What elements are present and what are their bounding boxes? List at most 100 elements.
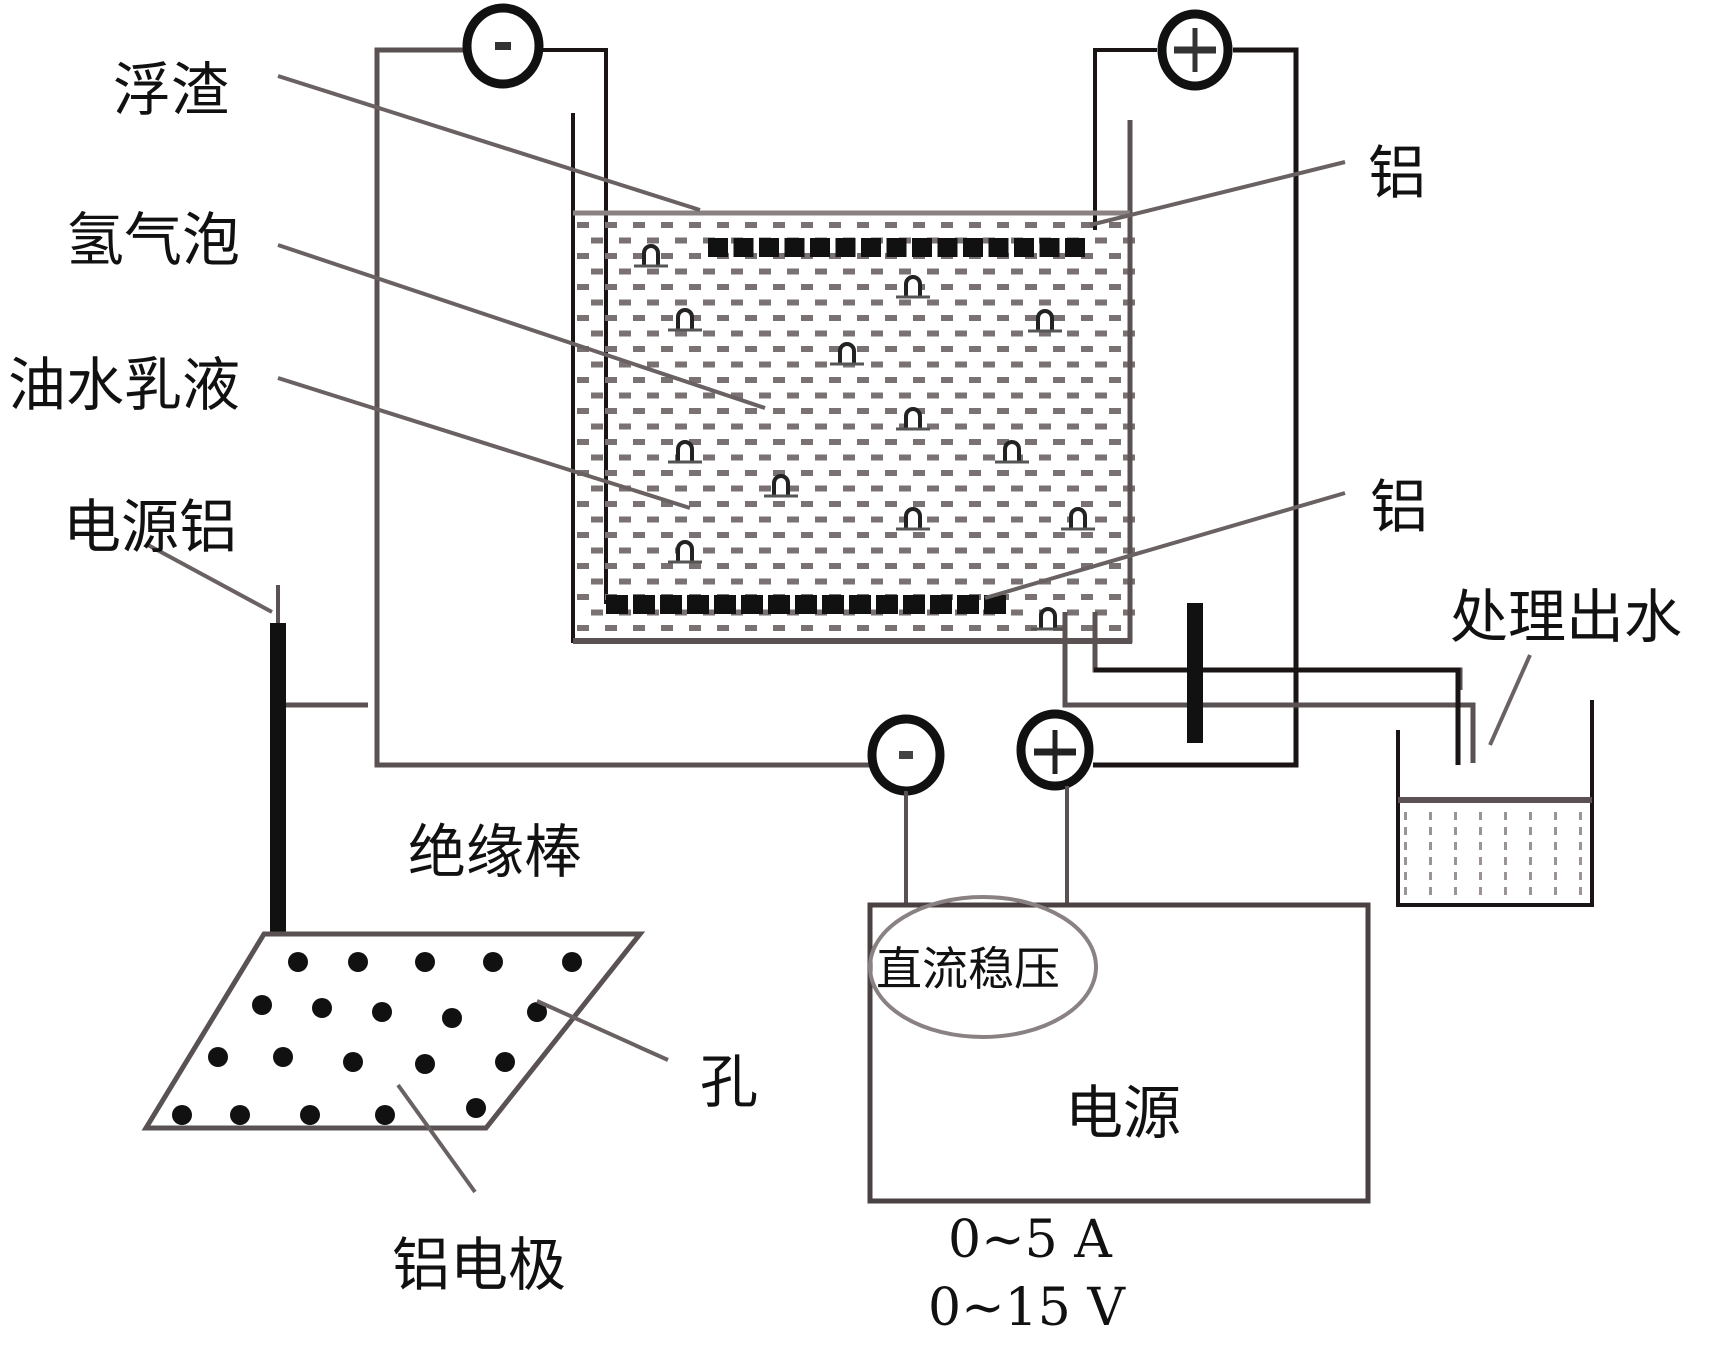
electrode-segment xyxy=(660,595,682,614)
label-oil-water-emulsion: 油水乳液 xyxy=(8,351,240,419)
emulsion-dash xyxy=(689,501,701,507)
emulsion-dash xyxy=(605,377,617,383)
emulsion-dash xyxy=(577,439,589,445)
emulsion-dash xyxy=(731,578,743,585)
emulsion-dash xyxy=(997,346,1009,352)
emulsion-dash xyxy=(577,284,589,290)
emulsion-dash xyxy=(997,284,1009,290)
emulsion-dash xyxy=(577,253,589,259)
emulsion-dash xyxy=(885,625,897,631)
water-dot xyxy=(1404,872,1407,880)
water-dot xyxy=(1579,872,1582,880)
hole-dot xyxy=(527,1002,547,1022)
emulsion-dash xyxy=(997,532,1009,538)
emulsion-dash xyxy=(955,485,967,492)
electrode-segment xyxy=(606,595,628,614)
emulsion-dash xyxy=(633,253,645,259)
emulsion-dash xyxy=(997,408,1009,414)
emulsion-dash xyxy=(591,485,603,492)
electrode-segment xyxy=(937,238,958,257)
emulsion-dash xyxy=(801,470,813,476)
emulsion-dash xyxy=(899,454,911,461)
emulsion-dash xyxy=(969,470,981,476)
emulsion-dash xyxy=(941,439,953,445)
emulsion-dash xyxy=(619,578,631,585)
emulsion-dash xyxy=(871,330,883,337)
emulsion-dash xyxy=(899,299,911,306)
emulsion-dash xyxy=(661,470,673,476)
water-dot xyxy=(1504,812,1507,820)
emulsion-dash xyxy=(1067,423,1079,430)
perforated-plate xyxy=(141,931,646,1131)
emulsion-dash xyxy=(745,315,757,321)
leader-aluminum-bottom xyxy=(984,491,1346,600)
emulsion-dash xyxy=(577,563,589,569)
emulsion-dash xyxy=(577,377,589,383)
emulsion-dash xyxy=(689,284,701,290)
emulsion-dash xyxy=(829,408,841,414)
emulsion-dash xyxy=(899,547,911,554)
emulsion-dash xyxy=(675,268,687,275)
water-dot xyxy=(1529,887,1532,895)
emulsion-dash xyxy=(675,330,687,337)
emulsion-dash xyxy=(661,315,673,321)
emulsion-dash xyxy=(745,563,757,569)
emulsion-dash xyxy=(1095,454,1107,461)
emulsion-dash xyxy=(577,222,589,228)
electrode-segment xyxy=(835,238,856,257)
emulsion-dash xyxy=(675,361,687,368)
bubble-icon xyxy=(838,342,856,363)
emulsion-dash xyxy=(829,253,841,259)
emulsion-dash xyxy=(619,237,631,244)
water-dot xyxy=(1504,827,1507,835)
emulsion-dash xyxy=(1011,609,1023,616)
emulsion-dash xyxy=(815,485,827,492)
emulsion-dash xyxy=(1109,563,1121,569)
emulsion-dash xyxy=(661,222,673,228)
terminal-bottom-negative xyxy=(867,714,945,905)
emulsion-dash xyxy=(843,299,855,306)
emulsion-dash xyxy=(983,454,995,461)
emulsion-dash xyxy=(1067,330,1079,337)
emulsion-dash xyxy=(647,392,659,399)
emulsion-dash xyxy=(1081,284,1093,290)
emulsion-dash xyxy=(759,454,771,461)
bubble-icon xyxy=(1039,607,1057,628)
emulsion-dash xyxy=(871,547,883,554)
emulsion-dash xyxy=(773,346,785,352)
emulsion-dash xyxy=(633,563,645,569)
emulsion-dash xyxy=(1039,485,1051,492)
emulsion-dash xyxy=(745,284,757,290)
emulsion-dash xyxy=(591,330,603,337)
water-dot xyxy=(1579,812,1582,820)
emulsion-dash xyxy=(1095,423,1107,430)
emulsion-dash xyxy=(591,454,603,461)
emulsion-dash xyxy=(829,501,841,507)
emulsion-dash xyxy=(1025,470,1037,476)
emulsion-dash xyxy=(941,315,953,321)
water-dot xyxy=(1479,842,1482,850)
emulsion-dash xyxy=(927,454,939,461)
emulsion-dash xyxy=(997,501,1009,507)
emulsion-dash xyxy=(1025,346,1037,352)
electrode-segment xyxy=(741,595,763,614)
emulsion-dash xyxy=(1025,284,1037,290)
emulsion-dash xyxy=(955,423,967,430)
dc-regulator-ellipse xyxy=(868,895,1098,1039)
emulsion-dash xyxy=(1053,470,1065,476)
emulsion-dash xyxy=(969,532,981,538)
emulsion-dash xyxy=(969,346,981,352)
hole-dot xyxy=(172,1105,192,1125)
emulsion-dash xyxy=(1039,268,1051,275)
emulsion-dash xyxy=(885,284,897,290)
emulsion-dash xyxy=(1109,594,1121,600)
water-dot xyxy=(1404,857,1407,865)
emulsion-dash xyxy=(773,563,785,569)
wire-anode-lead xyxy=(1093,48,1157,230)
water-dot xyxy=(1579,887,1582,895)
water-dot xyxy=(1479,887,1482,895)
emulsion-dash xyxy=(703,516,715,523)
electrode-segment xyxy=(687,595,709,614)
emulsion-dash xyxy=(577,532,589,538)
